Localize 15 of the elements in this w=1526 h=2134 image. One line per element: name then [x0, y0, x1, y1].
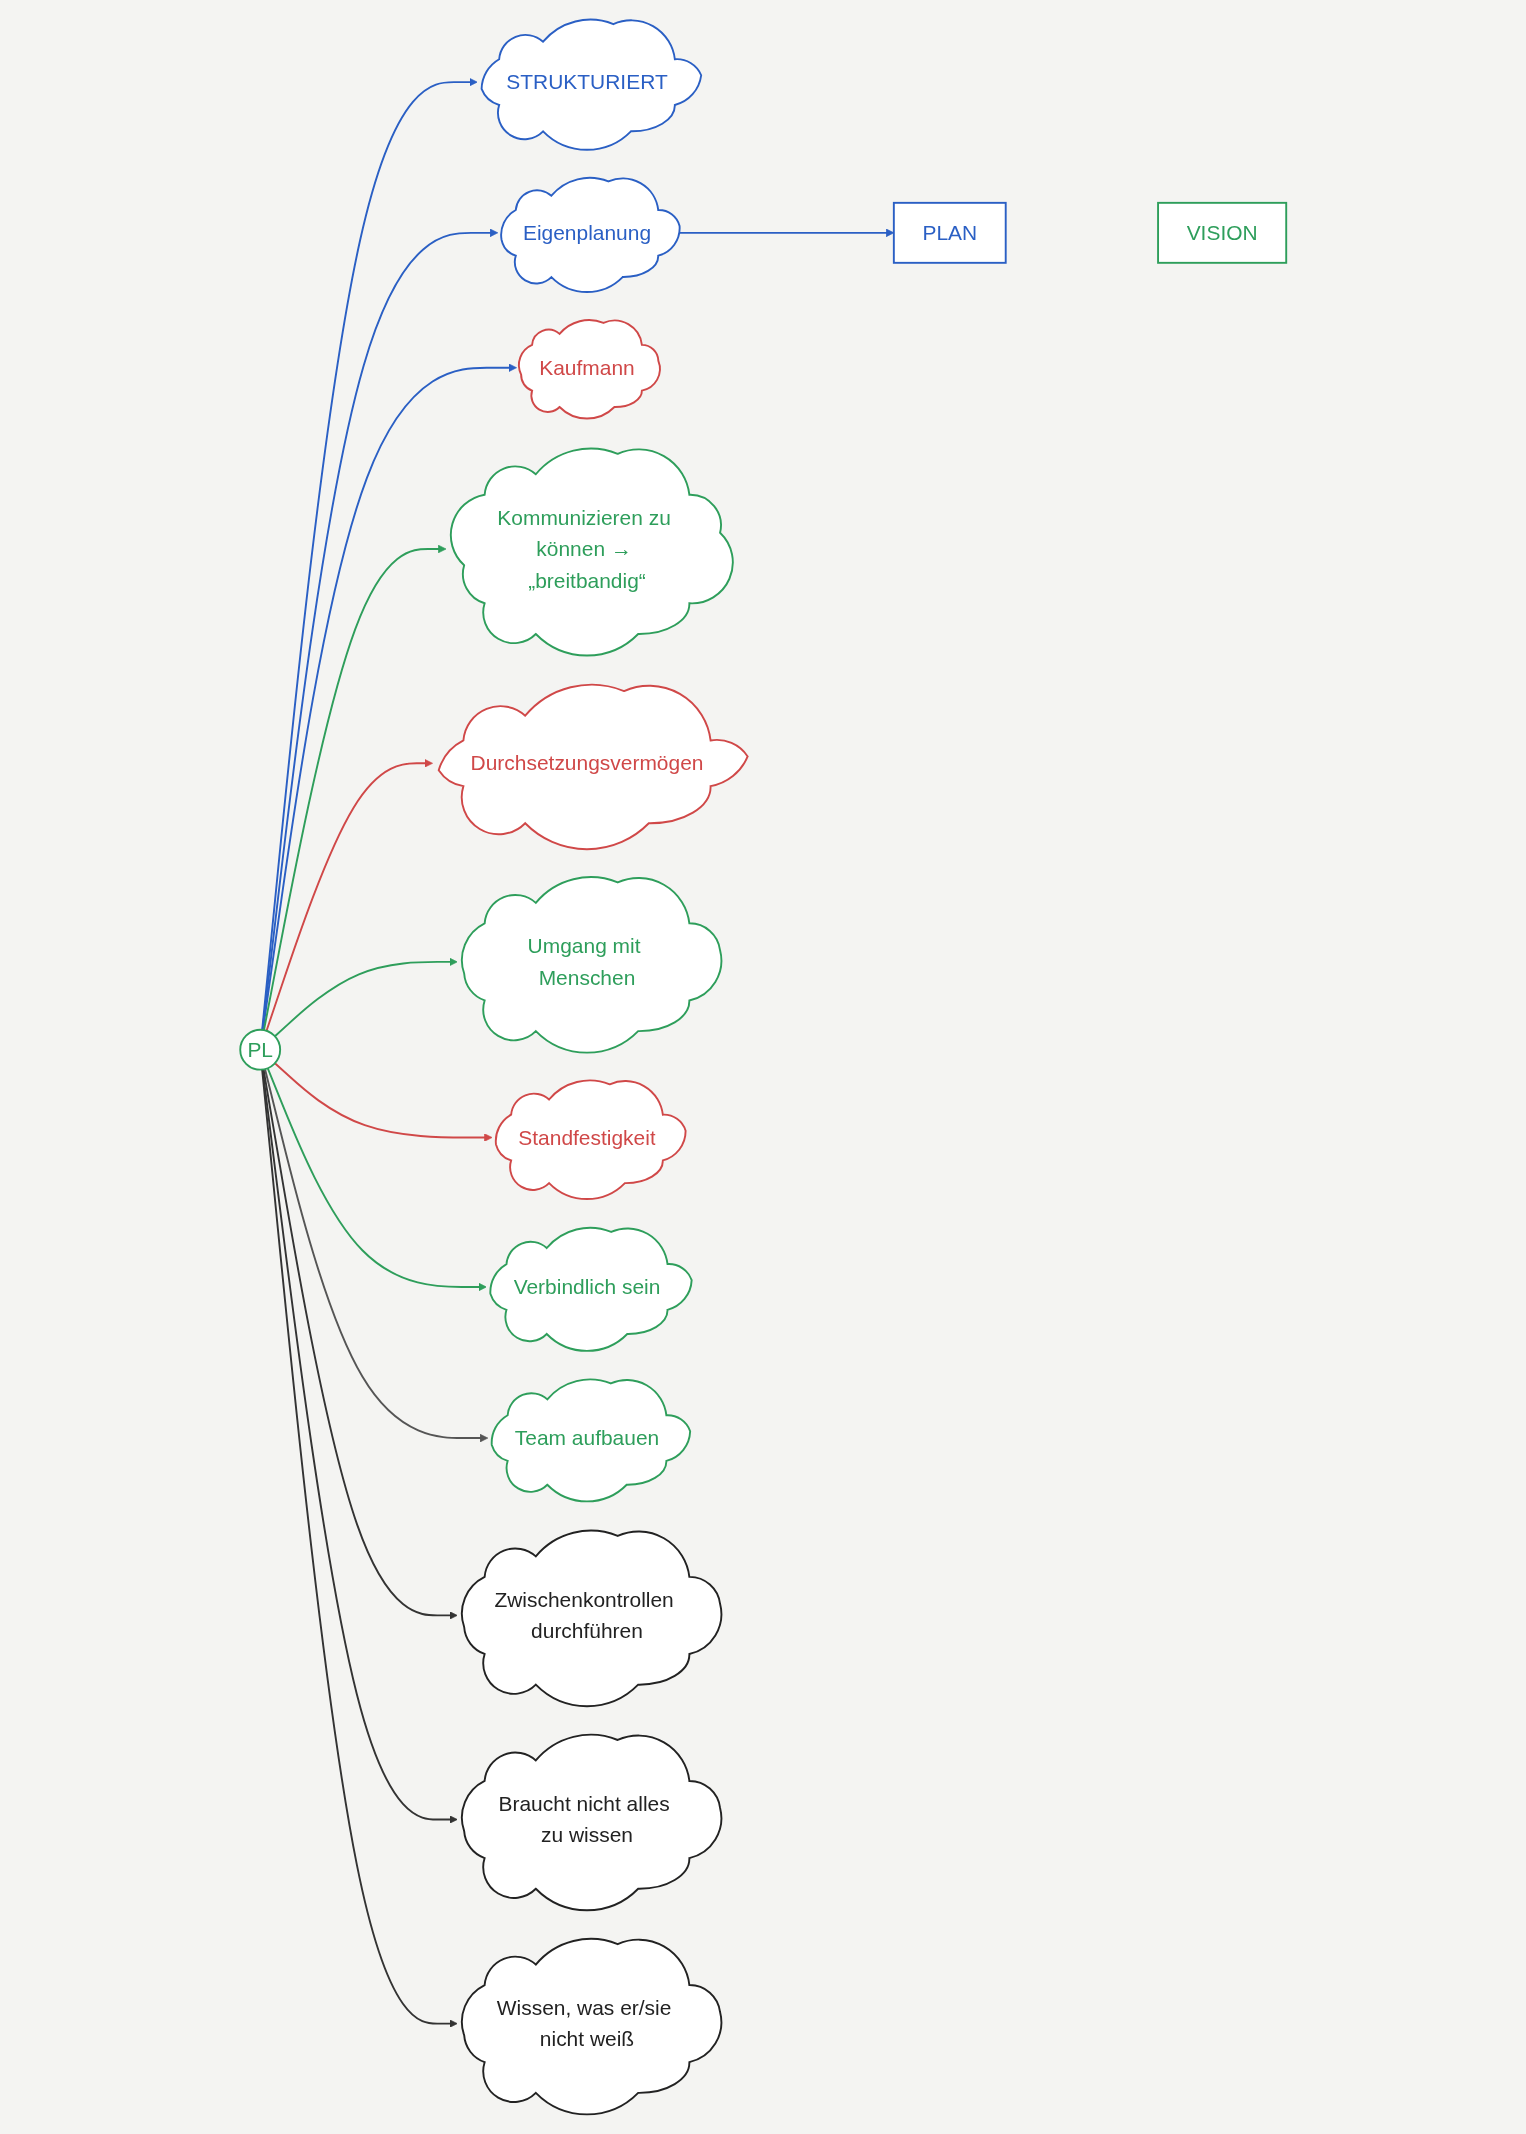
node-box: PLAN	[892, 201, 1007, 264]
arrow	[273, 957, 458, 1038]
arrow	[261, 77, 478, 1031]
arrow	[261, 1068, 458, 1824]
arrow	[262, 1068, 458, 1620]
arrow	[262, 544, 447, 1032]
arrow	[266, 1067, 487, 1292]
arrow	[263, 1068, 488, 1443]
arrow	[265, 759, 433, 1032]
arrow	[273, 1062, 493, 1142]
node-circle: PL	[239, 1028, 281, 1071]
arrow	[261, 228, 498, 1031]
node-box: VISION	[1156, 201, 1287, 264]
arrow	[261, 363, 517, 1031]
arrow	[261, 1068, 458, 2028]
